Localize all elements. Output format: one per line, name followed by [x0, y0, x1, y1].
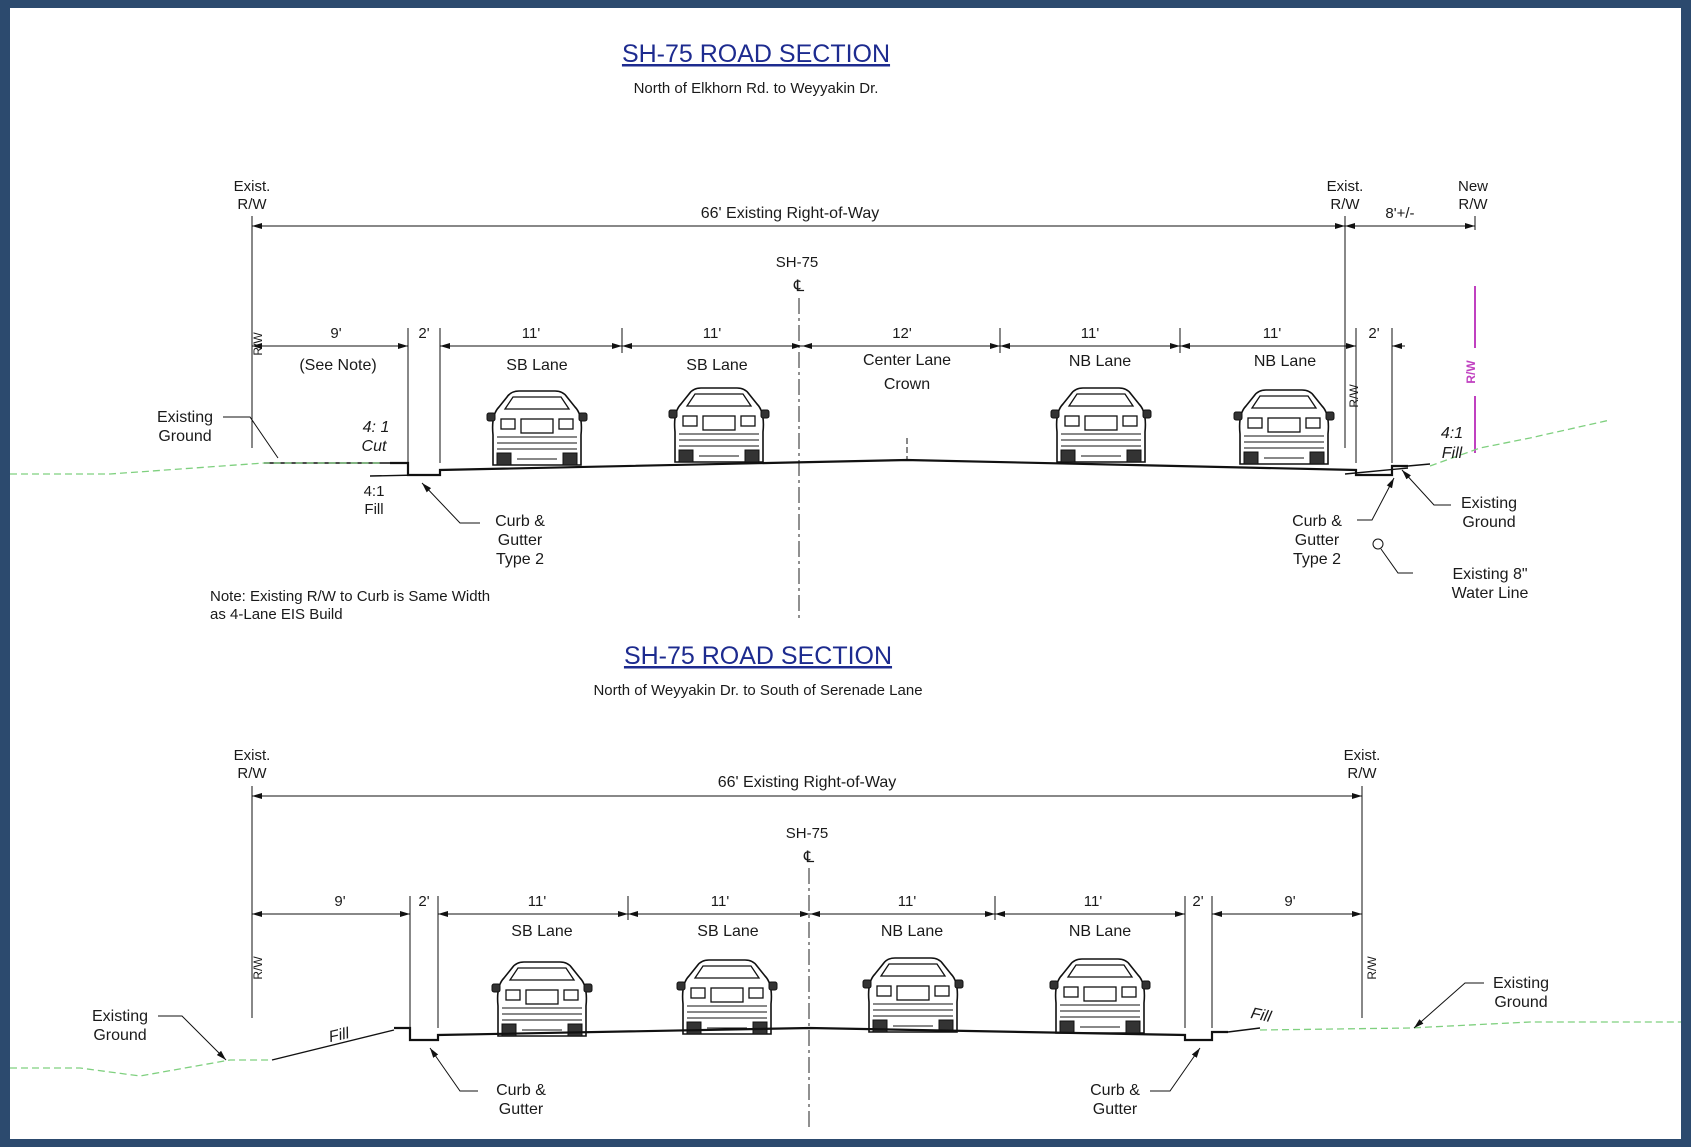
s2-centerline-label: SH-75 — [786, 825, 829, 842]
fill-left-ratio-label: 4:1 — [364, 483, 385, 500]
section-1: SH-75 ROAD SECTION North of Elkhorn Rd. … — [10, 40, 1611, 623]
s2-centerline-symbol: ℄ — [803, 849, 815, 866]
s2-right-rw-mark: R/W — [1365, 956, 1379, 980]
lane-width-dimensions — [252, 328, 1405, 463]
centerline-symbol: ℄ — [793, 278, 805, 295]
s2-width-9-right: 9' — [1284, 893, 1295, 910]
car-icon — [676, 959, 778, 1035]
s2-curb-left-label: Curb &Gutter — [496, 1082, 546, 1118]
fill-left-label: Fill — [364, 501, 383, 518]
car-icon — [491, 961, 593, 1037]
s2-lane-label-sb2: SB Lane — [697, 923, 758, 940]
water-line-label: Existing 8"Water Line — [1452, 566, 1529, 602]
roadway-surface-2 — [394, 1026, 1228, 1042]
width-2-right: 2' — [1368, 325, 1379, 342]
car-icon — [1049, 958, 1151, 1034]
left-rw-mark: R/W — [251, 332, 265, 356]
new-row-width-label: 8'+/- — [1385, 205, 1414, 222]
existing-ground-left-2 — [10, 1059, 272, 1077]
water-line-icon — [1372, 538, 1384, 550]
s2-fill-right-label: Fill — [1249, 1005, 1273, 1026]
car-icon — [862, 957, 964, 1033]
lane-label-sb1: SB Lane — [506, 357, 567, 374]
s2-lane-width-dimensions — [252, 896, 1362, 1028]
new-rw-mark: R/W — [1464, 360, 1478, 384]
s2-left-rw-mark: R/W — [251, 956, 265, 980]
width-11-nb2: 11' — [1263, 325, 1282, 342]
lane-label-center: Center Lane — [863, 352, 951, 369]
left-exist-rw-label: Exist.R/W — [234, 178, 271, 213]
roadway-surface-1 — [390, 458, 1408, 477]
fill-right-ratio-label: 4:1 — [1441, 425, 1463, 442]
s2-width-11-sb2: 11' — [711, 893, 730, 910]
cut-label: Cut — [362, 438, 387, 455]
section2-title: SH-75 ROAD SECTION — [624, 642, 892, 670]
width-11-nb1: 11' — [1081, 325, 1100, 342]
centerline-label: SH-75 — [776, 254, 819, 271]
s2-fill-left-label: Fill — [327, 1025, 351, 1046]
s2-width-2-right: 2' — [1192, 893, 1203, 910]
s2-width-11-nb1: 11' — [898, 893, 917, 910]
s2-width-9-left: 9' — [334, 893, 345, 910]
road-sections-drawing: SH-75 ROAD SECTION North of Elkhorn Rd. … — [10, 40, 1681, 1128]
width-12-center: 12' — [892, 325, 912, 342]
s2-lane-label-nb2: NB Lane — [1069, 923, 1131, 940]
section1-subtitle: North of Elkhorn Rd. to Weyyakin Dr. — [634, 80, 879, 97]
cut-ratio-label: 4: 1 — [363, 419, 390, 436]
width-9: 9' — [330, 325, 341, 342]
section1-note: Note: Existing R/W to Curb is Same Width… — [210, 588, 490, 623]
car-icon — [668, 387, 770, 463]
s2-left-exist-rw-label: Exist.R/W — [234, 747, 271, 782]
existing-ground-right-2 — [1259, 1021, 1681, 1031]
car-icon — [1050, 387, 1152, 463]
section2-subtitle: North of Weyyakin Dr. to South of Serena… — [593, 682, 922, 699]
width-11-sb1: 11' — [522, 325, 541, 342]
lane-label-nb2: NB Lane — [1254, 353, 1316, 370]
fill-right-label: Fill — [1442, 445, 1463, 462]
see-note-label: (See Note) — [299, 357, 376, 374]
crown-label: Crown — [884, 376, 930, 393]
existing-ground-left-1 — [10, 462, 382, 475]
s2-lane-label-sb1: SB Lane — [511, 923, 572, 940]
car-icon — [486, 390, 588, 466]
s2-row-width-label: 66' Existing Right-of-Way — [718, 774, 897, 791]
car-icon — [1233, 389, 1335, 465]
right-rw-mark: R/W — [1347, 384, 1361, 408]
lane-label-sb2: SB Lane — [686, 357, 747, 374]
s2-lane-label-nb1: NB Lane — [881, 923, 943, 940]
width-11-sb2: 11' — [703, 325, 722, 342]
section1-title: SH-75 ROAD SECTION — [622, 40, 890, 68]
existing-ground-right-1 — [1429, 419, 1611, 467]
s2-curb-right-label: Curb &Gutter — [1090, 1082, 1140, 1118]
s2-width-11-nb2: 11' — [1084, 893, 1103, 910]
drawing-sheet: SH-75 ROAD SECTION North of Elkhorn Rd. … — [10, 8, 1681, 1139]
section-2: SH-75 ROAD SECTION North of Weyyakin Dr.… — [10, 642, 1681, 1128]
s2-width-2-left: 2' — [418, 893, 429, 910]
s2-right-exist-rw-label: Exist.R/W — [1344, 747, 1381, 782]
right-exist-rw-label: Exist.R/W — [1327, 178, 1364, 213]
width-2-left: 2' — [418, 325, 429, 342]
lane-label-nb1: NB Lane — [1069, 353, 1131, 370]
row-width-label: 66' Existing Right-of-Way — [701, 205, 880, 222]
s2-width-11-sb1: 11' — [528, 893, 547, 910]
